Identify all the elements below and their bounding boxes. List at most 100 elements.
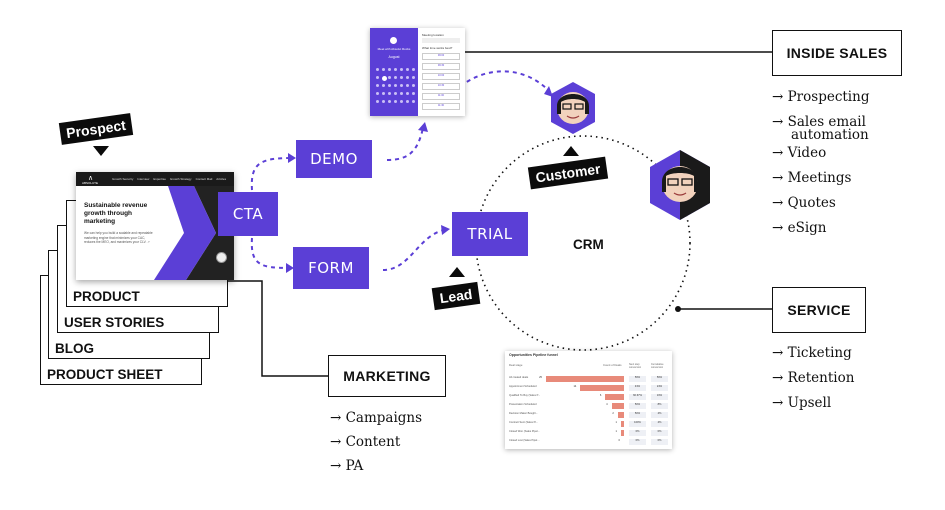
calendar-day[interactable] bbox=[382, 76, 387, 81]
website-nav-item[interactable]: Interview bbox=[137, 177, 150, 181]
demo-box[interactable]: DEMO bbox=[296, 140, 372, 178]
customer-pointer bbox=[563, 146, 579, 156]
calendar-day[interactable] bbox=[388, 76, 391, 79]
report-header-next: Next step conversion bbox=[629, 363, 642, 369]
inside-sales-item: → Prospecting bbox=[772, 89, 870, 105]
cta-box[interactable]: CTA bbox=[218, 192, 278, 236]
calendar-avatar bbox=[390, 37, 397, 44]
report-row-bar bbox=[620, 430, 624, 436]
report-row-next: 66.67% bbox=[629, 394, 646, 400]
calendar-day[interactable] bbox=[382, 68, 385, 71]
time-slot[interactable]: 10:00 bbox=[422, 73, 460, 80]
website-nav-item[interactable]: Contact Mail bbox=[195, 177, 213, 181]
blog-label: BLOG bbox=[55, 341, 94, 356]
calendar-day[interactable] bbox=[376, 84, 379, 87]
calendar-day[interactable] bbox=[400, 84, 403, 87]
calendar-day[interactable] bbox=[400, 92, 403, 95]
calendar-title: Meet with Absolut Rocks bbox=[377, 47, 411, 51]
arrow-demo-calendar bbox=[386, 127, 424, 161]
crm-label: CRM bbox=[573, 237, 604, 252]
marketing-box: MARKETING bbox=[328, 355, 446, 397]
report-header-count: Count of Deals bbox=[603, 363, 622, 367]
calendar-day[interactable] bbox=[412, 92, 415, 95]
time-slot[interactable]: 11:00 bbox=[422, 93, 460, 100]
calendar-day[interactable] bbox=[406, 92, 409, 95]
time-slot[interactable]: 10:30 bbox=[422, 83, 460, 90]
calendar-side-field[interactable] bbox=[422, 38, 460, 43]
calendar-day[interactable] bbox=[394, 92, 397, 95]
inside-sales-list: → Prospecting → Sales email automation →… bbox=[772, 85, 869, 241]
calendar-day[interactable] bbox=[382, 84, 385, 87]
user-stories-label: USER STORIES bbox=[64, 315, 165, 330]
report-row-next: 50% bbox=[629, 403, 646, 409]
website-nav-item[interactable]: Articles bbox=[216, 177, 227, 181]
calendar-day[interactable] bbox=[376, 100, 379, 103]
calendar-day[interactable] bbox=[394, 100, 397, 103]
customer-avatar bbox=[551, 82, 595, 134]
report-row-bar bbox=[617, 412, 624, 418]
calendar-day[interactable] bbox=[376, 68, 379, 71]
report-row-count: 0 bbox=[618, 439, 620, 442]
calendar-day[interactable] bbox=[388, 92, 391, 95]
inside-sales-box: INSIDE SALES bbox=[772, 30, 902, 76]
lead-label: Lead bbox=[438, 285, 474, 307]
website-nav-item[interactable]: Growth Security bbox=[112, 177, 134, 181]
calendar-day[interactable] bbox=[400, 100, 403, 103]
calendar-day[interactable] bbox=[412, 76, 415, 79]
calendar-day[interactable] bbox=[382, 100, 385, 103]
report-row-next: 100% bbox=[629, 421, 646, 427]
calendar-day[interactable] bbox=[376, 76, 379, 79]
calendar-day[interactable] bbox=[382, 92, 385, 95]
calendar-day[interactable] bbox=[406, 84, 409, 87]
report-row-count: 1 bbox=[615, 430, 617, 433]
trial-box[interactable]: TRIAL bbox=[452, 212, 528, 256]
calendar-day[interactable] bbox=[376, 92, 379, 95]
product-sheet-label: PRODUCT SHEET bbox=[47, 367, 163, 382]
website-navbar bbox=[76, 172, 234, 186]
website-nav-item[interactable]: Expertise bbox=[153, 177, 166, 181]
calendar-day[interactable] bbox=[406, 76, 409, 79]
time-slot[interactable]: 09:30 bbox=[422, 63, 460, 70]
calendar-day[interactable] bbox=[388, 68, 391, 71]
report-row-next: 0% bbox=[629, 430, 646, 436]
inside-sales-title: INSIDE SALES bbox=[786, 45, 888, 61]
calendar-day[interactable] bbox=[412, 100, 415, 103]
report-row-cum: 56% bbox=[651, 376, 668, 382]
marketing-item: → Content bbox=[330, 434, 401, 450]
calendar-day[interactable] bbox=[412, 68, 415, 71]
report-row-label: Contract Sent (Sales Pi... bbox=[509, 421, 539, 424]
time-slot[interactable]: 11:30 bbox=[422, 103, 460, 110]
inside-sales-item: → Meetings bbox=[772, 170, 852, 186]
report-row-count: 25 bbox=[539, 376, 542, 379]
service-box: SERVICE bbox=[772, 287, 866, 333]
website-logo-icon: ∧ bbox=[88, 175, 94, 182]
form-box[interactable]: FORM bbox=[293, 247, 369, 289]
service-item: → Upsell bbox=[772, 395, 832, 411]
lead-pointer bbox=[449, 267, 465, 277]
website-chat-avatar[interactable] bbox=[216, 252, 227, 263]
calendar-day[interactable] bbox=[394, 84, 397, 87]
website-nav-item[interactable]: Growth Strategy bbox=[169, 177, 192, 181]
calendar-day[interactable] bbox=[400, 76, 403, 79]
calendar-day[interactable] bbox=[406, 100, 409, 103]
calendar-day[interactable] bbox=[406, 68, 409, 71]
calendar-day[interactable] bbox=[394, 76, 397, 79]
calendar-month: August bbox=[388, 55, 400, 59]
calendar-day[interactable] bbox=[388, 100, 391, 103]
report-row-bar bbox=[605, 394, 624, 400]
demo-label: DEMO bbox=[310, 150, 358, 168]
time-slot[interactable]: 09:00 bbox=[422, 53, 460, 60]
calendar-day[interactable] bbox=[388, 84, 391, 87]
calendar-day[interactable] bbox=[394, 68, 397, 71]
marketing-list: → Campaigns → Content → PA bbox=[330, 406, 422, 478]
calendar-widget: Meet with Absolut Rocks August Meeting l… bbox=[370, 28, 465, 116]
calendar-side-title: Meeting location bbox=[422, 33, 444, 37]
calendar-day[interactable] bbox=[400, 68, 403, 71]
inside-sales-item: → eSign bbox=[772, 220, 827, 236]
calendar-day[interactable] bbox=[412, 84, 415, 87]
